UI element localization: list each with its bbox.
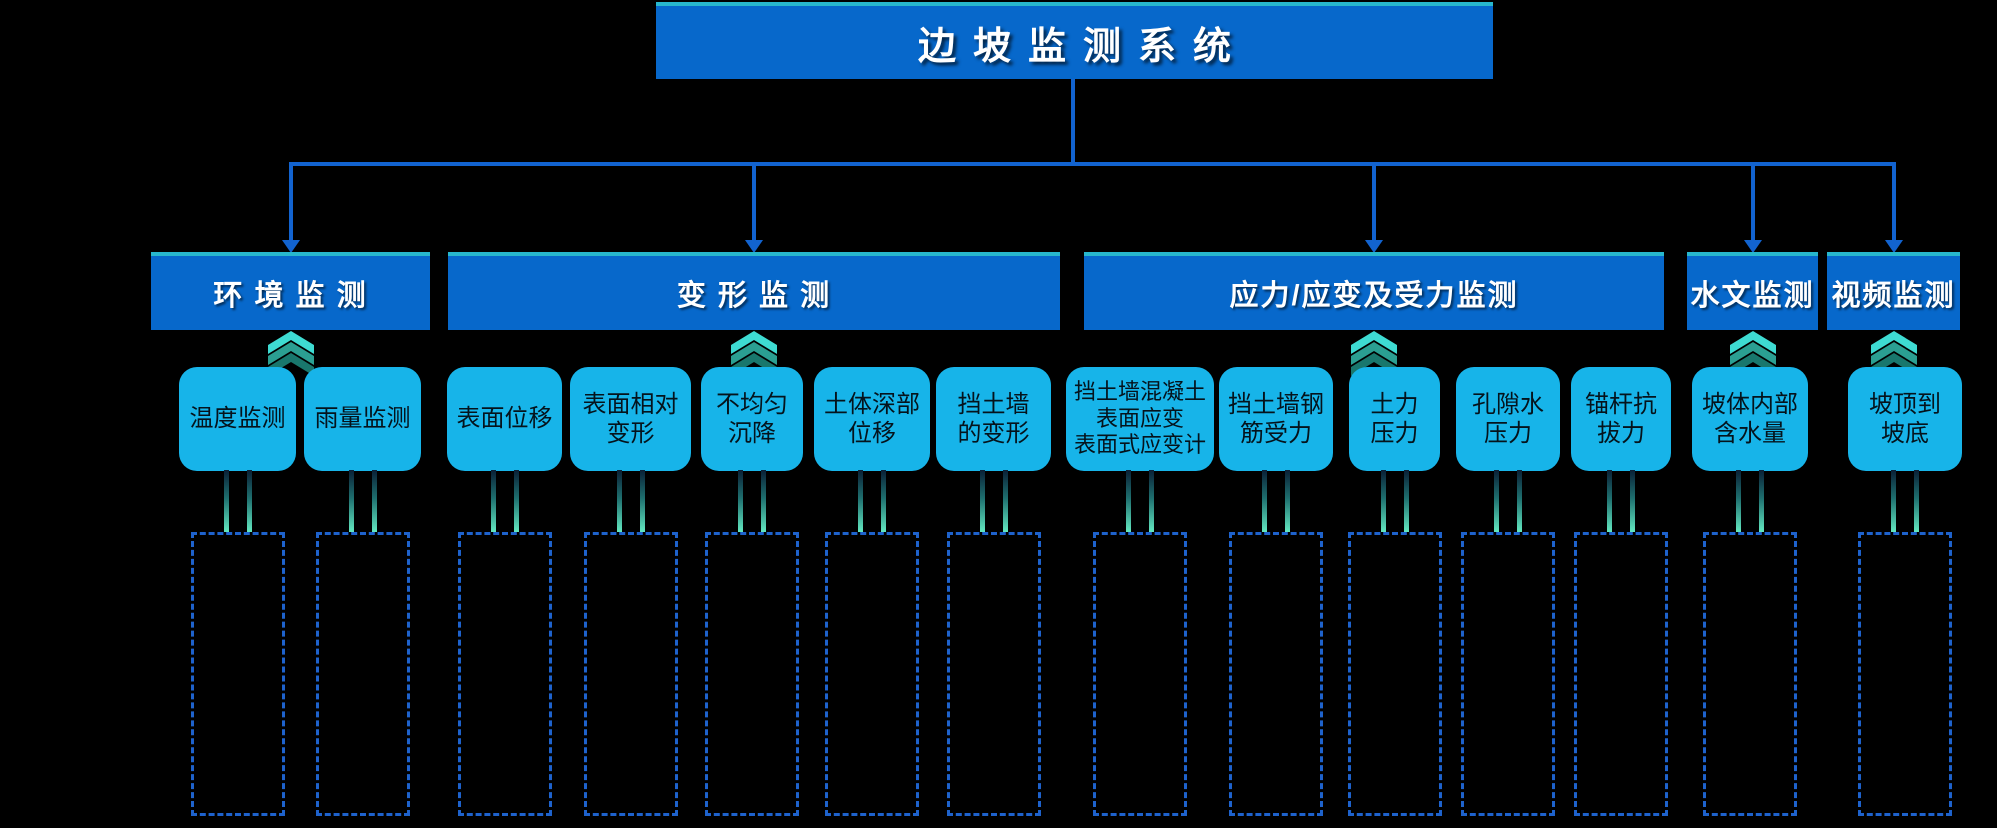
connector-line (371, 470, 377, 532)
connector-line (738, 470, 743, 532)
sensor-node: 表面位移 (447, 367, 562, 471)
connector-line (761, 470, 766, 532)
connector-line (858, 470, 863, 532)
sensor-node: 锚杆抗 拔力 (1571, 367, 1671, 471)
sensor-node-label: 土力 压力 (1370, 390, 1419, 447)
category-box: 水文监测 (1687, 252, 1818, 330)
chevron-up-icon (1351, 331, 1397, 376)
sensor-node-label: 雨量监测 (314, 405, 411, 433)
connector-line (979, 470, 985, 532)
arrowhead-icon (1884, 240, 1903, 253)
category-box: 环 境 监 测 (151, 252, 430, 330)
arrowhead-icon (1743, 240, 1762, 253)
connector-line (1494, 470, 1499, 532)
page-title: 边坡监测系统 (917, 26, 1248, 68)
connector-line (1403, 470, 1409, 532)
sensor-node: 表面相对 变形 (570, 367, 691, 471)
chevron-up-icon (267, 331, 314, 376)
connector-line (1285, 470, 1290, 532)
connector-hline (288, 162, 1896, 166)
arrow-down (752, 164, 756, 240)
sensor-node-label: 坡体内部 含水量 (1702, 390, 1798, 447)
sensor-node: 不均匀 沉降 (701, 367, 803, 471)
sensor-node-label: 挡土墙 的变形 (957, 390, 1030, 447)
sensor-node-label: 表面位移 (456, 405, 553, 433)
placeholder-box (1093, 532, 1187, 816)
category-label: 水文监测 (1690, 280, 1815, 312)
connector-line (348, 470, 354, 532)
connector-line (1630, 470, 1635, 532)
sensor-node-label: 挡土墙钢 筋受力 (1228, 390, 1324, 447)
sensor-node-label: 温度监测 (189, 405, 286, 433)
placeholder-box (457, 532, 552, 816)
placeholder-box (1229, 532, 1323, 816)
sensor-node: 挡土墙混凝土 表面应变 表面式应变计 (1066, 367, 1214, 471)
connector-line (881, 470, 886, 532)
arrow-down (288, 164, 293, 240)
connector-line (1380, 470, 1386, 532)
connector-line (1914, 470, 1919, 532)
arrow-down (1891, 164, 1896, 240)
chevron-up-icon (1870, 331, 1917, 376)
category-box: 视频监测 (1827, 252, 1960, 330)
category-label: 变 形 监 测 (676, 280, 832, 312)
sensor-node: 坡体内部 含水量 (1692, 367, 1808, 471)
category-label: 应力/应变及受力监测 (1229, 280, 1519, 312)
placeholder-box (315, 532, 410, 816)
sensor-node-label: 锚杆抗 拔力 (1585, 390, 1657, 447)
connector-line (616, 470, 622, 532)
placeholder-box (190, 532, 285, 816)
category-label: 环 境 监 测 (213, 280, 368, 312)
sensor-node-label: 孔隙水 压力 (1472, 390, 1544, 447)
arrowhead-icon (745, 240, 763, 253)
connector-line (639, 470, 645, 532)
placeholder-box (1461, 532, 1555, 816)
connector-line (1149, 470, 1154, 532)
connector-line (1607, 470, 1612, 532)
arrowhead-icon (281, 240, 300, 253)
connector-line (1126, 470, 1131, 532)
connector-line (1517, 470, 1522, 532)
placeholder-box (583, 532, 678, 816)
connector-line (490, 470, 496, 532)
category-box: 变 形 监 测 (448, 252, 1060, 330)
connector-line (513, 470, 519, 532)
sensor-node: 雨量监测 (304, 367, 421, 471)
category-label: 视频监测 (1831, 280, 1956, 312)
sensor-node-label: 挡土墙混凝土 表面应变 表面式应变计 (1073, 378, 1206, 458)
sensor-node-label: 坡顶到 坡底 (1869, 390, 1941, 447)
placeholder-box (1703, 532, 1797, 816)
sensor-node-label: 不均匀 沉降 (716, 390, 788, 447)
placeholder-box (825, 532, 919, 816)
placeholder-box (1858, 532, 1952, 816)
sensor-node: 土体深部 位移 (814, 367, 930, 471)
connector-line (1002, 470, 1008, 532)
connector-line (1736, 470, 1741, 532)
sensor-node: 温度监测 (179, 367, 296, 471)
placeholder-box (1347, 532, 1442, 816)
placeholder-box (1574, 532, 1668, 816)
chevron-up-icon (1729, 331, 1776, 376)
connector-line (1759, 470, 1764, 532)
connector-line (246, 470, 252, 532)
sensor-node: 坡顶到 坡底 (1848, 367, 1962, 471)
sensor-node: 孔隙水 压力 (1456, 367, 1560, 471)
sensor-node-label: 土体深部 位移 (824, 390, 920, 447)
connector-line (223, 470, 229, 532)
root-node: 边坡监测系统 (656, 2, 1493, 79)
sensor-node-label: 表面相对 变形 (582, 390, 679, 447)
placeholder-box (705, 532, 799, 816)
sensor-node: 挡土墙钢 筋受力 (1219, 367, 1333, 471)
connector-line (1262, 470, 1267, 532)
chevron-up-icon (731, 331, 777, 376)
arrowhead-icon (1365, 240, 1383, 253)
connector-trunk (1071, 79, 1075, 164)
placeholder-box (946, 532, 1041, 816)
arrow-down (1372, 164, 1376, 240)
category-box: 应力/应变及受力监测 (1084, 252, 1664, 330)
sensor-node: 土力 压力 (1349, 367, 1440, 471)
arrow-down (1750, 164, 1755, 240)
sensor-node: 挡土墙 的变形 (936, 367, 1051, 471)
connector-line (1891, 470, 1896, 532)
